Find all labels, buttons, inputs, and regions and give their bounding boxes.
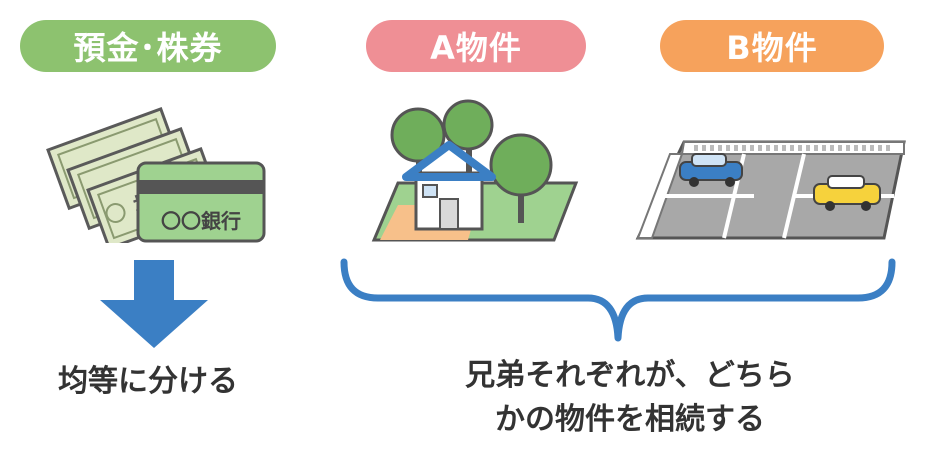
parking-lot-property-illustration	[635, 140, 906, 240]
split-equally-caption: 均等に分ける	[58, 364, 238, 399]
yellow-car-icon	[813, 175, 881, 211]
inherit-property-caption-line1: 兄弟それぞれが、どちら	[465, 358, 795, 393]
inherit-property-caption: 兄弟それぞれが、どちら かの物件を相続する	[350, 354, 910, 442]
curly-brace-bracket	[340, 258, 896, 342]
bank-card-text: 〇〇銀行	[161, 209, 241, 233]
house-property-illustration	[371, 99, 579, 242]
blue-car-icon	[679, 153, 743, 187]
deposit-stocks-label: 預金･株券	[20, 20, 276, 72]
down-arrow-icon	[100, 260, 208, 348]
property-b-label: B物件	[660, 20, 884, 72]
property-a-label: A物件	[366, 20, 586, 72]
bank-card-icon: 〇〇銀行	[136, 161, 266, 243]
deposit-stocks-illustration: 株券 〇〇銀行	[46, 107, 266, 243]
inherit-property-caption-line2: かの物件を相続する	[495, 402, 765, 437]
tree-icon	[489, 133, 553, 223]
house-icon	[402, 141, 496, 231]
